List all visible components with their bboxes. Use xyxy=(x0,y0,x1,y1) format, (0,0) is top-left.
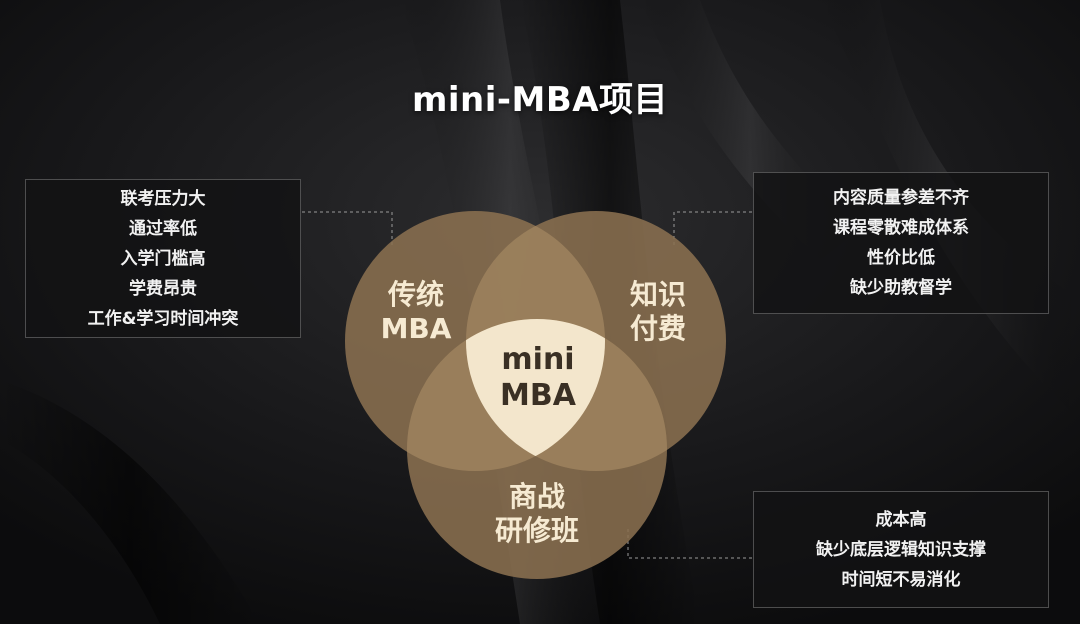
label-center-line2: MBA xyxy=(500,378,576,413)
label-business-line1: 商战 xyxy=(508,480,565,513)
connector-bottom xyxy=(627,528,752,559)
box-left-item: 入学门槛高 xyxy=(120,248,206,269)
label-traditional-line2: MBA xyxy=(380,312,452,345)
page-title: mini-MBA项目 xyxy=(408,72,672,127)
label-center-mini-mba: mini MBA xyxy=(488,342,588,414)
label-knowledge-line1: 知识 xyxy=(629,278,686,311)
connector-left xyxy=(302,211,393,245)
page-title-text: mini-MBA项目 xyxy=(411,80,669,120)
label-traditional-mba: 传统 MBA xyxy=(366,278,466,346)
label-business-class: 商战 研修班 xyxy=(468,480,606,548)
label-center-line1: mini xyxy=(501,342,575,377)
box-bottom-item: 成本高 xyxy=(875,509,927,530)
box-left-item: 工作&学习时间冲突 xyxy=(87,308,239,329)
label-knowledge-line2: 付费 xyxy=(629,312,686,345)
box-left-item: 学费昂贵 xyxy=(129,278,197,299)
box-bottom-item: 时间短不易消化 xyxy=(841,569,961,590)
box-right-item: 缺少助教督学 xyxy=(850,278,952,298)
label-traditional-line1: 传统 xyxy=(387,278,444,311)
info-box-traditional-mba: 联考压力大 通过率低 入学门槛高 学费昂贵 工作&学习时间冲突 xyxy=(25,179,301,338)
box-right-item: 性价比低 xyxy=(867,248,935,268)
box-bottom-item: 缺少底层逻辑知识支撑 xyxy=(816,539,986,560)
box-right-item: 课程零散难成体系 xyxy=(833,218,969,238)
info-box-knowledge-paid: 内容质量参差不齐 课程零散难成体系 性价比低 缺少助教督学 xyxy=(753,172,1049,314)
connector-right xyxy=(673,211,752,245)
label-knowledge-paid: 知识 付费 xyxy=(608,278,708,346)
label-business-line2: 研修班 xyxy=(494,514,579,547)
box-left-item: 联考压力大 xyxy=(120,188,206,209)
box-left-item: 通过率低 xyxy=(129,218,197,239)
title-wrap: mini-MBA项目 xyxy=(0,72,1080,127)
info-box-business-class: 成本高 缺少底层逻辑知识支撑 时间短不易消化 xyxy=(753,491,1049,608)
box-right-item: 内容质量参差不齐 xyxy=(833,188,969,208)
